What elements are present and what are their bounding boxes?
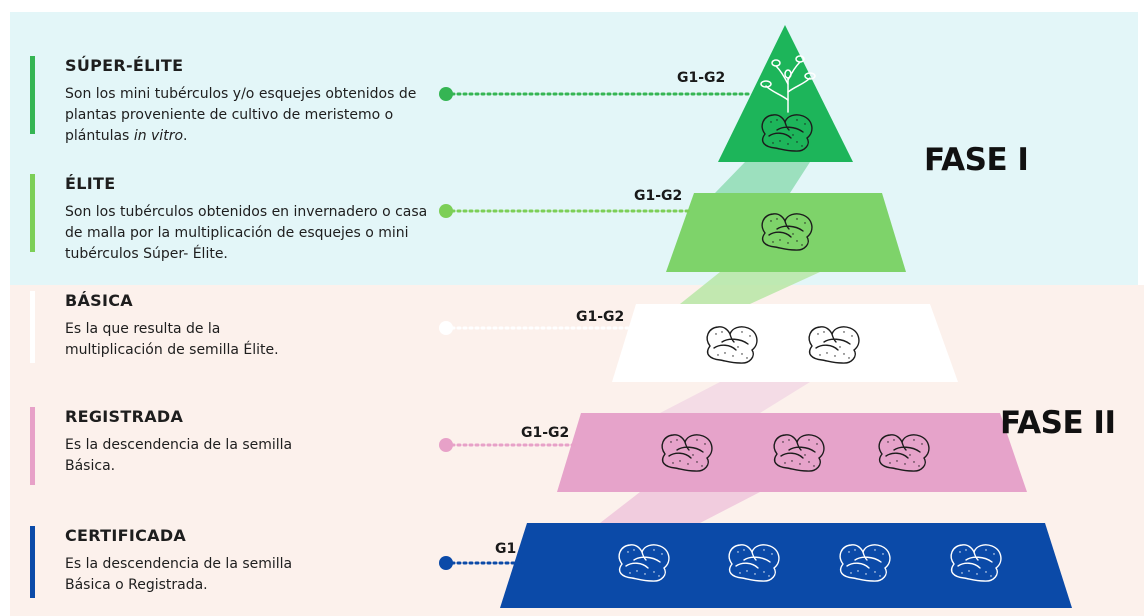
level-title: REGISTRADA — [65, 407, 184, 426]
level-description: Son los mini tubérculos y/o esquejes obt… — [65, 86, 417, 144]
level-registrada: REGISTRADA Es la descendencia de la semi… — [30, 407, 450, 485]
level-title: SÚPER-ÉLITE — [65, 56, 184, 75]
level-title: CERTIFICADA — [65, 526, 187, 545]
level-elite: ÉLITE Son los tubérculos obtenidos en in… — [30, 174, 450, 262]
tier-certificada — [500, 523, 1072, 608]
tier-connector — [680, 272, 820, 304]
leader-super-elite — [439, 87, 754, 101]
tier-connector — [715, 162, 810, 193]
level-description: Es la descendencia de la semilla Básica. — [65, 437, 293, 474]
generation-label: G1-G2 — [576, 309, 624, 325]
tier-super-elite — [718, 25, 853, 162]
tier-connector — [600, 492, 760, 523]
generation-label: G1-G2 — [634, 188, 682, 204]
tier-elite — [666, 193, 906, 272]
leader-basica — [439, 321, 636, 335]
generation-label: G1-G2 — [677, 70, 725, 86]
phase-1-background — [10, 12, 1138, 285]
level-title: BÁSICA — [65, 291, 133, 310]
level-description: Es la que resulta de la multiplicación d… — [65, 321, 279, 358]
level-title: ÉLITE — [65, 174, 116, 193]
level-basica: BÁSICA Es la que resulta de la multiplic… — [30, 291, 450, 363]
phase-1-label: FASE I — [924, 142, 1029, 178]
level-color-bar — [30, 407, 35, 485]
level-description: Es la descendencia de la semilla Básica … — [65, 556, 293, 593]
generation-label: G1 — [495, 541, 516, 557]
level-description: Son los tubérculos obtenidos en invernad… — [65, 204, 428, 262]
leader-elite — [439, 204, 692, 218]
level-super-elite: SÚPER-ÉLITE Son los mini tubérculos y/o … — [30, 56, 450, 144]
leader-certificada — [439, 556, 526, 570]
tier-basica — [612, 304, 958, 382]
leader-registrada — [439, 438, 580, 452]
level-color-bar — [30, 174, 35, 252]
level-certificada: CERTIFICADA Es la descendencia de la sem… — [30, 526, 450, 598]
generation-label: G1-G2 — [521, 425, 569, 441]
level-color-bar — [30, 56, 35, 134]
plant-sprout-icon — [760, 55, 816, 113]
tier-registrada — [557, 413, 1027, 492]
level-color-bar — [30, 526, 35, 598]
tier-connector — [660, 382, 810, 413]
level-color-bar — [30, 291, 35, 363]
phase-2-label: FASE II — [1000, 405, 1116, 441]
